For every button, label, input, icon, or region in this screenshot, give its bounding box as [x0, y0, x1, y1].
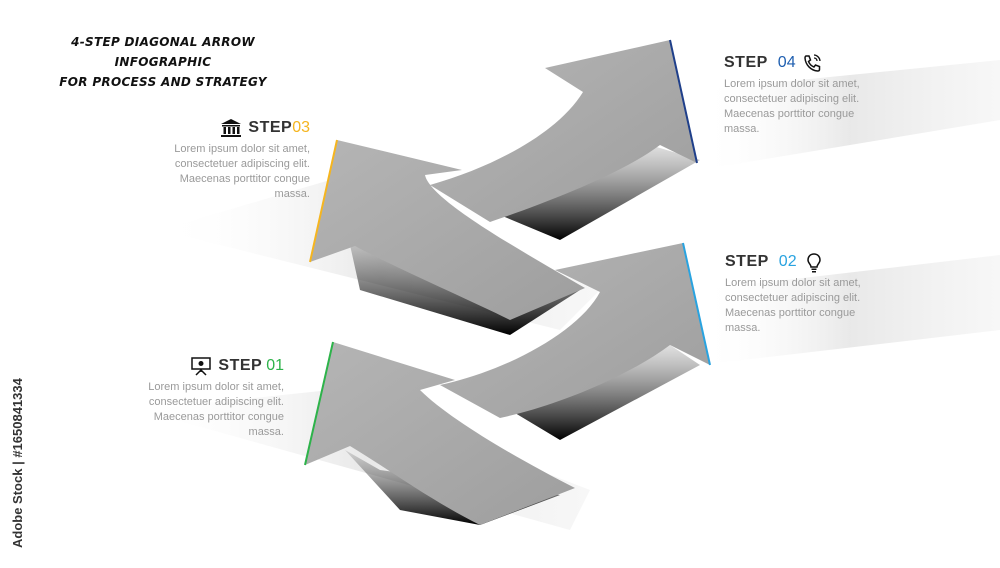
arrow-step-02 [440, 243, 710, 418]
presentation-board-icon [190, 356, 212, 376]
step-04-desc-line-4: massa. [724, 123, 760, 135]
arrow-edge-step-02 [682, 242, 711, 366]
infographic-title: 4-STEP DIAGONAL ARROW INFOGRAPHIC FOR PR… [38, 32, 288, 92]
step-03-number: 03 [292, 119, 310, 136]
title-line-2: FOR PROCESS AND STRATEGY [59, 75, 267, 89]
arrow-step-04 [430, 40, 697, 222]
lightbulb-icon [803, 252, 825, 273]
trail-step-04 [700, 60, 1000, 170]
step-01-desc-line-1: Lorem ipsum dolor sit amet, [148, 381, 284, 393]
step-04-number: 04 [777, 54, 796, 71]
step-02-desc-line-4: massa. [725, 322, 761, 334]
stock-watermark-id: Adobe Stock | #1650841334 [10, 378, 25, 548]
step-02-number: 02 [778, 253, 797, 270]
step-02-desc-line-3: Maecenas porttitor congue [725, 307, 856, 319]
step-01-header: STEP 01 [120, 356, 284, 376]
step-04-header: STEP 04 [724, 53, 894, 73]
step-04-block: STEP 04 Lorem ipsum dolor sit amet, cons… [724, 53, 894, 137]
arrow-edge-step-04 [669, 39, 698, 164]
step-04-desc-line-2: consectetuer adipiscing elit. [724, 93, 860, 105]
step-04-description: Lorem ipsum dolor sit amet, consectetuer… [724, 77, 894, 137]
arrow-shadow-step-04 [500, 145, 700, 240]
step-01-desc-line-4: massa. [248, 426, 284, 438]
step-01-description: Lorem ipsum dolor sit amet, consectetuer… [120, 380, 284, 440]
step-04-label: STEP [724, 54, 768, 71]
step-01-number: 01 [266, 357, 284, 374]
trail-step-02 [700, 255, 1000, 365]
step-02-label: STEP [725, 253, 769, 270]
step-03-desc-line-2: consectetuer adipiscing elit. [174, 158, 310, 170]
step-03-desc-line-3: Maecenas porttitor congue [179, 173, 310, 185]
arrow-edge-step-01 [304, 341, 334, 466]
step-01-label: STEP [218, 357, 263, 374]
bank-building-icon [220, 118, 242, 138]
step-03-header: STEP 03 [150, 118, 310, 138]
step-03-desc-line-4: massa. [274, 188, 310, 200]
step-01-desc-line-3: Maecenas porttitor congue [153, 411, 284, 423]
arrow-shadow-step-02 [510, 345, 700, 440]
step-02-block: STEP 02 Lorem ipsum dolor sit amet, cons… [725, 252, 895, 336]
step-03-block: STEP 03 Lorem ipsum dolor sit amet, cons… [150, 118, 310, 202]
arrow-step-03 [310, 140, 585, 320]
step-03-description: Lorem ipsum dolor sit amet, consectetuer… [150, 142, 310, 202]
step-03-label: STEP [248, 119, 293, 136]
step-02-description: Lorem ipsum dolor sit amet, consectetuer… [725, 276, 895, 336]
step-04-desc-line-1: Lorem ipsum dolor sit amet, [724, 78, 860, 90]
step-04-desc-line-3: Maecenas porttitor congue [724, 108, 855, 120]
step-02-desc-line-1: Lorem ipsum dolor sit amet, [725, 277, 861, 289]
step-02-header: STEP 02 [725, 252, 895, 273]
step-02-desc-line-2: consectetuer adipiscing elit. [725, 292, 861, 304]
step-01-block: STEP 01 Lorem ipsum dolor sit amet, cons… [120, 356, 284, 440]
phone-ringing-icon [802, 53, 824, 73]
step-03-desc-line-1: Lorem ipsum dolor sit amet, [174, 143, 310, 155]
arrow-edge-step-03 [309, 139, 338, 263]
step-01-desc-line-2: consectetuer adipiscing elit. [148, 396, 284, 408]
arrow-step-01 [305, 342, 575, 525]
title-line-1: 4-STEP DIAGONAL ARROW INFOGRAPHIC [71, 35, 255, 69]
